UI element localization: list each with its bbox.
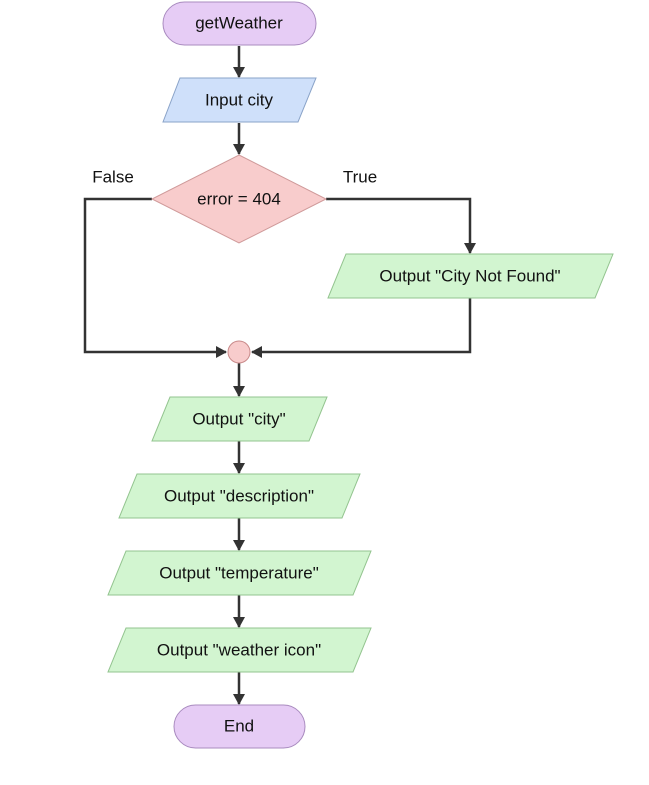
node-input-city-label: Input city [205,90,274,109]
node-end-label: End [224,716,254,735]
edge-decision-false-to-merge [83,197,227,358]
edge-decision-true-to-not-found [326,197,476,254]
node-output-city-not-found-label: Output "City Not Found" [379,266,560,285]
node-output-temperature-label: Output "temperature" [159,563,318,582]
node-start-label: getWeather [195,13,283,32]
node-output-description-label: Output "description" [164,486,314,505]
node-output-weather-icon-label: Output "weather icon" [157,640,321,659]
node-output-temperature: Output "temperature" [107,550,372,596]
node-output-city-label: Output "city" [192,409,285,428]
node-end: End [173,704,306,749]
merge-connector [227,340,251,364]
branch-label-true: True [343,167,377,186]
node-output-description: Output "description" [118,473,361,519]
node-output-weather-icon: Output "weather icon" [107,627,372,673]
node-decision-label: error = 404 [197,189,281,208]
node-output-city: Output "city" [151,396,328,442]
node-output-city-not-found: Output "City Not Found" [327,253,614,299]
branch-label-false: False [92,167,134,186]
edge-not-found-to-merge [251,298,472,358]
node-start: getWeather [162,1,317,46]
edges [83,46,476,705]
node-decision: error = 404 [150,154,328,244]
node-input-city: Input city [162,77,317,123]
